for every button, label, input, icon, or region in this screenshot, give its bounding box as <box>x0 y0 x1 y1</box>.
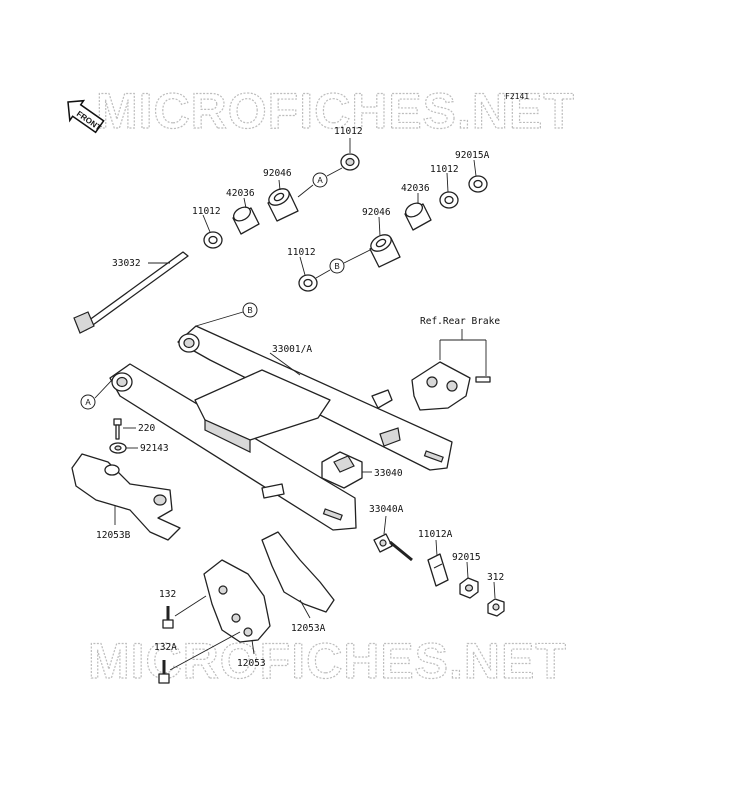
ref-a-arm: A <box>85 398 91 407</box>
nut-312 <box>487 598 505 617</box>
adjuster-bolt-33040A <box>373 533 413 562</box>
label-11012-left: 11012 <box>192 206 221 217</box>
seal-92015A <box>468 175 488 193</box>
label-92015: 92015 <box>452 552 481 563</box>
ref-b-mid: B <box>334 262 339 271</box>
watermark-top: MICROFICHES.NET <box>96 83 575 139</box>
ref-circle-a-top <box>312 172 328 188</box>
bearing-92046-mid <box>369 234 401 268</box>
bolt-132 <box>162 606 174 629</box>
sleeve-42036-right <box>404 202 432 231</box>
bolt-220 <box>113 418 122 440</box>
label-42036-right: 42036 <box>401 183 430 194</box>
label-12053B: 12053B <box>96 530 131 541</box>
ref-circle-a-arm <box>80 394 96 410</box>
brake-stay-bracket <box>411 361 491 411</box>
ref-a-top: A <box>317 176 323 185</box>
pivot-shaft <box>73 251 189 334</box>
label-33032: 33032 <box>112 258 141 269</box>
chain-guide-12053A <box>261 531 335 613</box>
nut-92015 <box>459 577 479 599</box>
collar-11012-left <box>203 231 223 249</box>
label-33001A: 33001/A <box>272 344 312 355</box>
collar-11012-right <box>439 191 459 209</box>
label-33040A: 33040A <box>369 504 404 515</box>
label-312: 312 <box>487 572 504 583</box>
label-92143: 92143 <box>140 443 169 454</box>
sleeve-42036-left <box>232 206 260 235</box>
ref-b-arm: B <box>247 306 252 315</box>
bearing-92046-top <box>267 188 299 222</box>
swingarm <box>109 325 453 531</box>
adjuster-33040 <box>321 451 363 489</box>
spacer-11012A <box>427 553 449 587</box>
ref-circle-b-mid <box>329 258 345 274</box>
label-11012A: 11012A <box>418 529 453 540</box>
label-33040: 33040 <box>374 468 403 479</box>
label-92015A: 92015A <box>455 150 490 161</box>
label-92046-mid: 92046 <box>362 207 391 218</box>
figure-code: F2141 <box>505 92 529 101</box>
collar-11012-top <box>340 153 360 171</box>
label-11012-right: 11012 <box>430 164 459 175</box>
label-11012-mid: 11012 <box>287 247 316 258</box>
label-92046-top: 92046 <box>263 168 292 179</box>
label-132: 132 <box>159 589 176 600</box>
ref-circle-b-arm <box>242 302 258 318</box>
bolt-132A <box>158 660 170 684</box>
label-12053: 12053 <box>237 658 266 669</box>
collar-11012-mid <box>298 274 318 292</box>
chain-guide-12053 <box>203 559 271 643</box>
chain-slider-12053B <box>71 453 181 541</box>
label-12053A: 12053A <box>291 623 326 634</box>
label-220: 220 <box>138 423 155 434</box>
label-42036-left: 42036 <box>226 188 255 199</box>
label-132A: 132A <box>154 642 177 653</box>
ref-rear-brake-note: Ref.Rear Brake <box>420 316 500 327</box>
label-11012-top: 11012 <box>334 126 363 137</box>
washer-92143 <box>109 442 127 454</box>
